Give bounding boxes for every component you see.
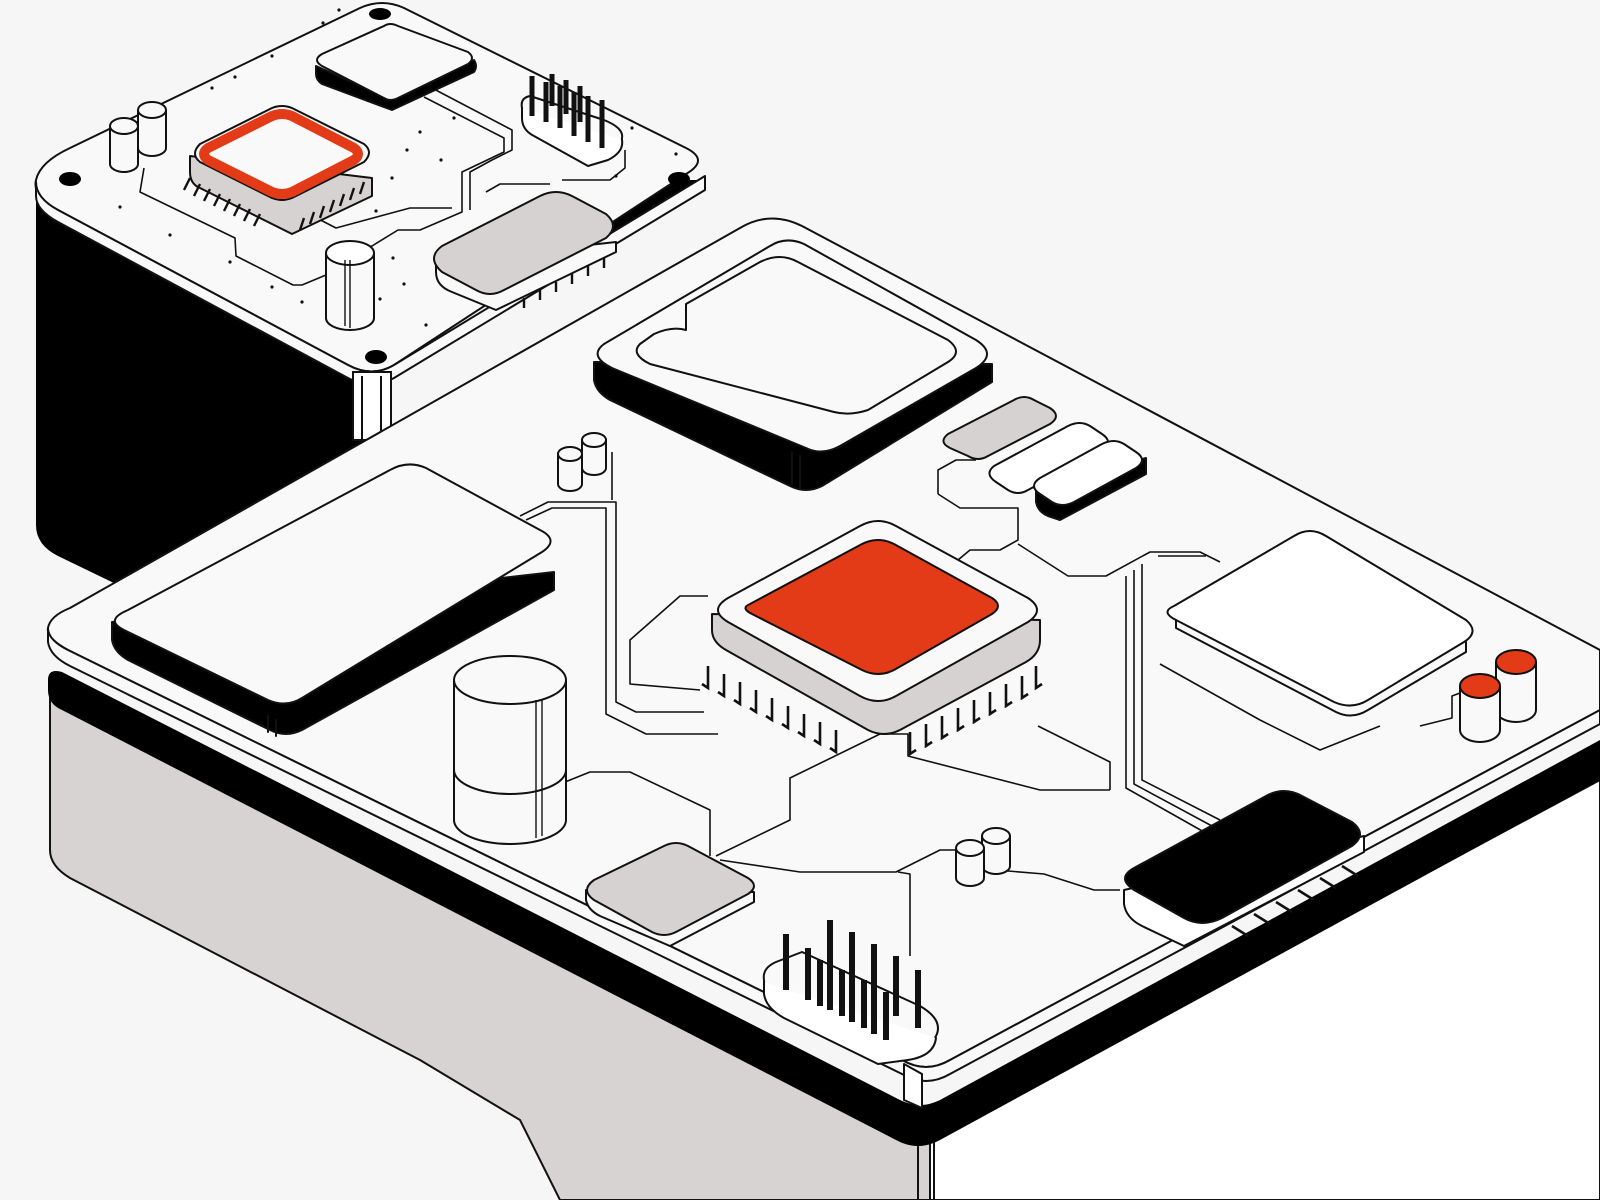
main-board-base-left-side (49, 689, 931, 1200)
upper-board-accent-chip (182, 105, 373, 235)
main-board-grey-chip (585, 842, 755, 947)
main-board-traces (519, 452, 1469, 956)
capacitor-cap (1459, 673, 1501, 699)
main-board-small-capacitors-top (557, 432, 607, 492)
main-board-pin-header (762, 920, 939, 1065)
main-board-small-capacitors-bottom (955, 827, 1011, 887)
main-board-module-right (1166, 530, 1474, 717)
upper-board-front-edge (35, 175, 706, 385)
mounting-hole (369, 8, 391, 20)
main-board-large-module-left (111, 463, 555, 737)
mounting-hole (668, 172, 690, 186)
main-board-large-capacitor (453, 655, 567, 845)
accent-outline (199, 109, 363, 199)
upper-board (34, 2, 706, 585)
main-board-small-chips (942, 396, 1147, 521)
capacitor-cap (1495, 649, 1537, 675)
upper-board-grey-ic (433, 191, 617, 311)
upper-board-capacitors (109, 101, 375, 331)
main-processor (701, 520, 1043, 757)
main-board-black-ic (1123, 790, 1365, 947)
upper-board-pin-header (520, 74, 624, 167)
main-board (46, 217, 1600, 1200)
main-processor-accent-top (744, 539, 999, 675)
mounting-hole (59, 172, 81, 186)
solder-dots (118, 8, 678, 327)
main-board-large-module-top (593, 239, 993, 491)
upper-board-square-chip (315, 23, 477, 111)
main-board-red-capacitors (1459, 649, 1537, 743)
main-board-front-edge (47, 627, 1600, 1082)
mounting-hole (365, 350, 387, 364)
